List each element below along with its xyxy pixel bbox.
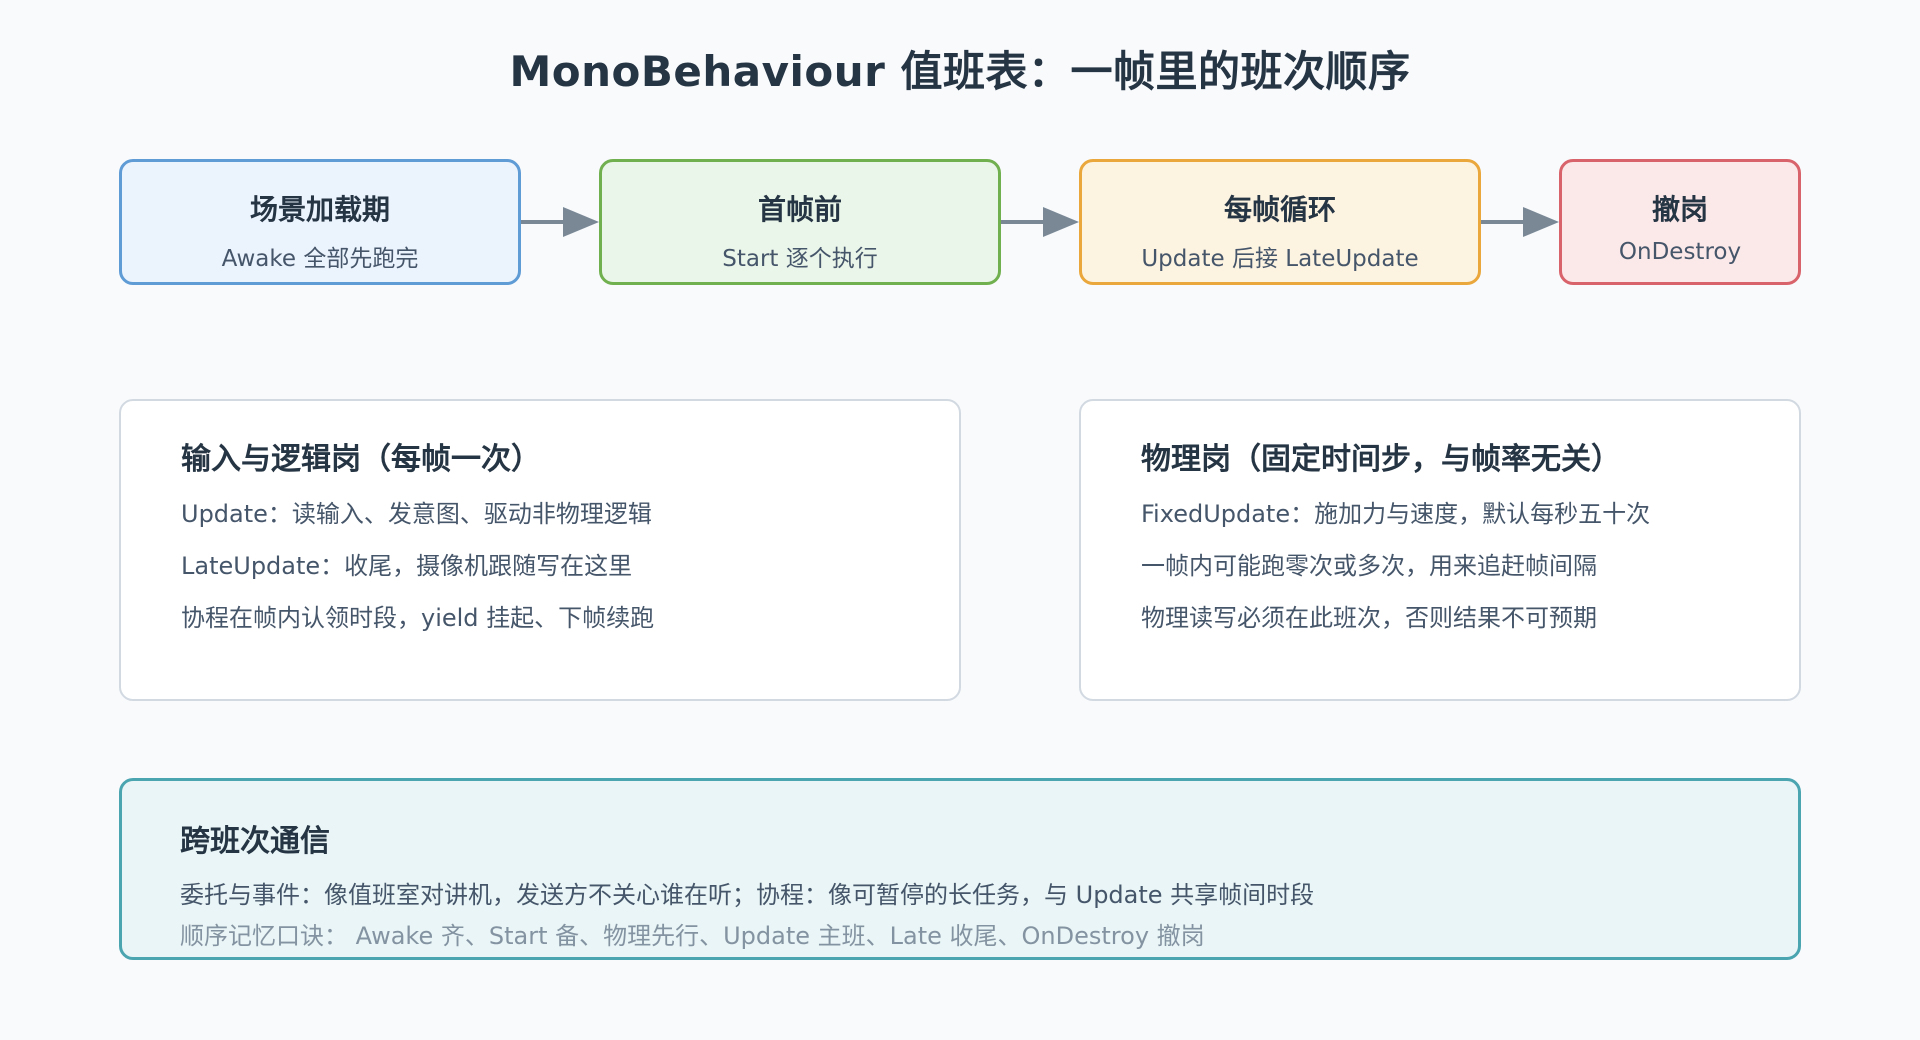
card-line: FixedUpdate：施加力与速度，默认每秒五十次 <box>1141 500 1651 528</box>
mnemonic-line: 顺序记忆口诀： Awake 齐、Start 备、物理先行、Update 主班、L… <box>180 922 1205 950</box>
card-line: Update：读输入、发意图、驱动非物理逻辑 <box>181 500 652 528</box>
phase-name: 场景加载期 <box>249 193 390 226</box>
phase-desc: Awake 全部先跑完 <box>221 246 419 272</box>
flow-arrow <box>521 207 599 237</box>
card-title: 物理岗（固定时间步，与帧率无关） <box>1141 442 1621 477</box>
phase-desc: Start 逐个执行 <box>722 246 878 272</box>
arrow-shaft <box>1481 220 1525 224</box>
arrow-shaft <box>1001 220 1045 224</box>
arrow-head-icon <box>563 207 599 237</box>
arrow-shaft <box>521 220 565 224</box>
phase-box-before-first-frame: 首帧前 Start 逐个执行 <box>599 159 1001 285</box>
card-line: 协程在帧内认领时段，yield 挂起、下帧续跑 <box>181 604 655 632</box>
card-line: 物理读写必须在此班次，否则结果不可预期 <box>1141 604 1597 632</box>
phase-name: 每帧循环 <box>1223 193 1336 226</box>
phase-name: 首帧前 <box>757 193 842 226</box>
diagram-title: MonoBehaviour 值班表：一帧里的班次顺序 <box>509 47 1411 96</box>
phase-desc: OnDestroy <box>1618 239 1742 265</box>
logic-card: 输入与逻辑岗（每帧一次） Update：读输入、发意图、驱动非物理逻辑 Late… <box>119 399 961 701</box>
phase-box-frame-loop: 每帧循环 Update 后接 LateUpdate <box>1079 159 1481 285</box>
card-line: LateUpdate：收尾，摄像机跟随写在这里 <box>181 552 633 580</box>
phase-box-destroy: 撤岗 OnDestroy <box>1559 159 1801 285</box>
panel-line: 委托与事件：像值班室对讲机，发送方不关心谁在听；协程：像可暂停的长任务，与 Up… <box>180 881 1315 909</box>
phase-box-scene-load: 场景加载期 Awake 全部先跑完 <box>119 159 521 285</box>
flow-arrow <box>1001 207 1079 237</box>
arrow-head-icon <box>1523 207 1559 237</box>
panel-title: 跨班次通信 <box>180 824 330 859</box>
communication-panel: 跨班次通信 委托与事件：像值班室对讲机，发送方不关心谁在听；协程：像可暂停的长任… <box>119 778 1801 960</box>
flow-arrow <box>1481 207 1559 237</box>
phase-desc: Update 后接 LateUpdate <box>1141 246 1419 272</box>
phase-name: 撤岗 <box>1651 193 1708 226</box>
card-line: 一帧内可能跑零次或多次，用来追赶帧间隔 <box>1141 552 1597 580</box>
card-title: 输入与逻辑岗（每帧一次） <box>181 442 541 477</box>
physics-card: 物理岗（固定时间步，与帧率无关） FixedUpdate：施加力与速度，默认每秒… <box>1079 399 1801 701</box>
arrow-head-icon <box>1043 207 1079 237</box>
